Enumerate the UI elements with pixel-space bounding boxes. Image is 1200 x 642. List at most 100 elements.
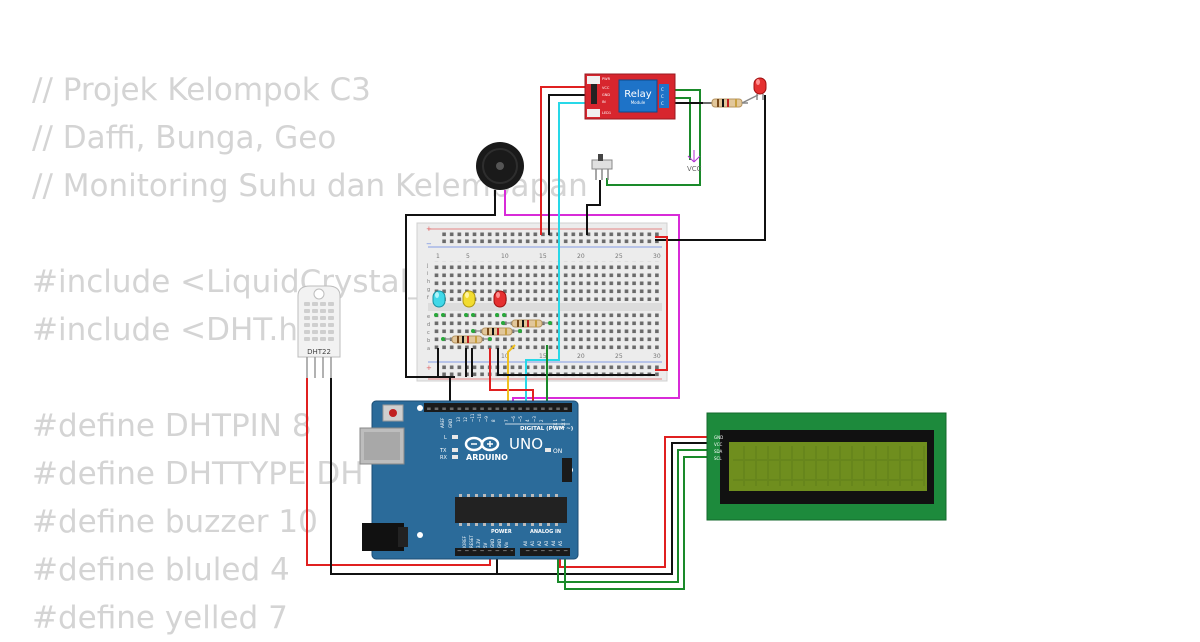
resistor-top bbox=[703, 94, 759, 108]
wire-black-lcd bbox=[497, 442, 708, 575]
column-number-10: 10 bbox=[501, 353, 509, 360]
column-number-30: 30 bbox=[653, 253, 661, 260]
power-pin-gnd: GND bbox=[490, 539, 495, 548]
wire-black-dht bbox=[330, 378, 498, 575]
row-letter: e bbox=[427, 314, 430, 320]
code-line: // Projek Kelompok C3 bbox=[32, 72, 371, 108]
row-letter: f bbox=[427, 295, 429, 301]
vcc-symbol: VCC bbox=[687, 150, 702, 173]
column-number-20: 20 bbox=[577, 253, 585, 260]
analog-pin-a3: A3 bbox=[544, 540, 549, 546]
digital-pin-2: 2 bbox=[539, 419, 544, 422]
column-number-20: 20 bbox=[577, 353, 585, 360]
relay-contact-label: C bbox=[661, 94, 664, 99]
wires bbox=[306, 86, 766, 590]
digital-pin-12: 12 bbox=[463, 416, 468, 422]
slide-switch bbox=[591, 154, 613, 180]
relay-subtitle: Module bbox=[631, 100, 646, 105]
relay-pin-label: PWR bbox=[602, 77, 611, 81]
analog-pin-a0: A0 bbox=[523, 540, 528, 546]
led-yellow bbox=[462, 290, 476, 317]
power-pin-5v: 5V bbox=[483, 542, 488, 548]
row-letter: d bbox=[427, 322, 430, 328]
dht22-sensor: DHT22 bbox=[297, 285, 341, 378]
resistor-2 bbox=[471, 327, 522, 336]
wire-red-rail bbox=[655, 236, 668, 371]
tx-label: TX bbox=[439, 448, 447, 454]
wire-magenta bbox=[504, 190, 680, 408]
svg-text:+: + bbox=[426, 364, 432, 372]
wire-green-lcd-sda bbox=[557, 449, 708, 583]
power-pin-ioref: IOREF bbox=[462, 535, 467, 548]
code-line: #define buzzer 10 bbox=[32, 504, 318, 540]
analog-label: ANALOG IN bbox=[530, 529, 561, 535]
row-letter: h bbox=[427, 279, 430, 285]
digital-pin-6: ~6 bbox=[511, 416, 516, 422]
column-number-15: 15 bbox=[539, 253, 547, 260]
relay-module: PWR VCC GND IN LED1 Relay Module C C C bbox=[584, 73, 676, 120]
lcd-display: GND VCC SDA SCL bbox=[706, 412, 947, 521]
code-line: #define DHTPIN 8 bbox=[32, 408, 312, 444]
dht22-label: DHT22 bbox=[307, 348, 331, 356]
row-letter: g bbox=[427, 287, 430, 293]
row-letter: i bbox=[427, 271, 428, 277]
lcd-pin-scl: SCL bbox=[714, 456, 722, 461]
vcc-label: VCC bbox=[687, 165, 702, 173]
led-blue bbox=[432, 290, 446, 317]
on-label: ON bbox=[553, 448, 562, 455]
wire-black-buzzer bbox=[405, 190, 496, 378]
column-number-15: 15 bbox=[539, 353, 547, 360]
wire-black-relay bbox=[548, 94, 591, 235]
wire-green-relay bbox=[606, 89, 701, 186]
led-red bbox=[493, 290, 507, 317]
row-letter: b bbox=[427, 338, 430, 344]
digital-pin-aref: AREF bbox=[440, 417, 445, 428]
arduino-logo-icon bbox=[464, 436, 500, 452]
red-led-top bbox=[753, 77, 767, 100]
svg-text:−: − bbox=[426, 240, 432, 248]
relay-pin-label: VCC bbox=[602, 86, 610, 90]
code-line: #define bluled 4 bbox=[32, 552, 290, 588]
column-number-10: 10 bbox=[501, 253, 509, 260]
digital-pin-gnd: GND bbox=[448, 419, 453, 428]
breadboard: + − 1 5 10 15 20 25 30 j i h g f e d c b bbox=[416, 222, 668, 382]
relay-pin-label: LED1 bbox=[602, 111, 611, 115]
power-pin-gnd-2: GND bbox=[497, 539, 502, 548]
svg-text:+: + bbox=[426, 225, 432, 233]
analog-pin-a1: A1 bbox=[530, 540, 535, 546]
buzzer bbox=[476, 142, 524, 190]
l-label: L bbox=[444, 435, 447, 441]
column-number-1: 1 bbox=[436, 253, 440, 260]
arduino-uno: AREF GND 13 12 ~11 ~10 ~9 8 7 ~6 ~5 4 ~3… bbox=[359, 400, 579, 560]
row-letter: c bbox=[427, 330, 430, 336]
wire-black-row bbox=[497, 348, 655, 376]
resistor-3 bbox=[441, 335, 492, 344]
wire-red-led bbox=[489, 348, 534, 408]
lcd-pin-gnd: GND bbox=[714, 435, 723, 440]
digital-pin-4: 4 bbox=[525, 419, 530, 422]
arduino-model: UNO bbox=[509, 435, 543, 453]
digital-pin-10: ~10 bbox=[477, 413, 482, 422]
column-number-25: 25 bbox=[615, 353, 623, 360]
relay-contact-label: C bbox=[661, 87, 664, 92]
resistor-1 bbox=[501, 319, 552, 328]
analog-pin-a2: A2 bbox=[537, 540, 542, 546]
digital-pin-3: ~3 bbox=[532, 416, 537, 422]
relay-pin-label: IN bbox=[602, 100, 606, 104]
digital-pin-11: ~11 bbox=[470, 413, 475, 422]
power-label: POWER bbox=[491, 529, 512, 535]
power-pin-reset: RESET bbox=[469, 535, 474, 548]
power-pin-vin: Vin bbox=[504, 541, 509, 548]
wire-red-lcd bbox=[559, 436, 708, 568]
code-line: // Daffi, Bunga, Geo bbox=[32, 120, 337, 156]
row-letter: j bbox=[426, 263, 428, 269]
wire-green-lcd-scl bbox=[564, 456, 708, 590]
digital-pin-rx: RX 0 bbox=[561, 418, 566, 428]
digital-pin-13: 13 bbox=[456, 416, 461, 422]
wire-black-led-return bbox=[655, 95, 766, 241]
lcd-pin-sda: SDA bbox=[714, 449, 723, 454]
rx-label: RX bbox=[440, 455, 447, 461]
column-number-25: 25 bbox=[615, 253, 623, 260]
analog-pin-a4: A4 bbox=[551, 540, 556, 546]
